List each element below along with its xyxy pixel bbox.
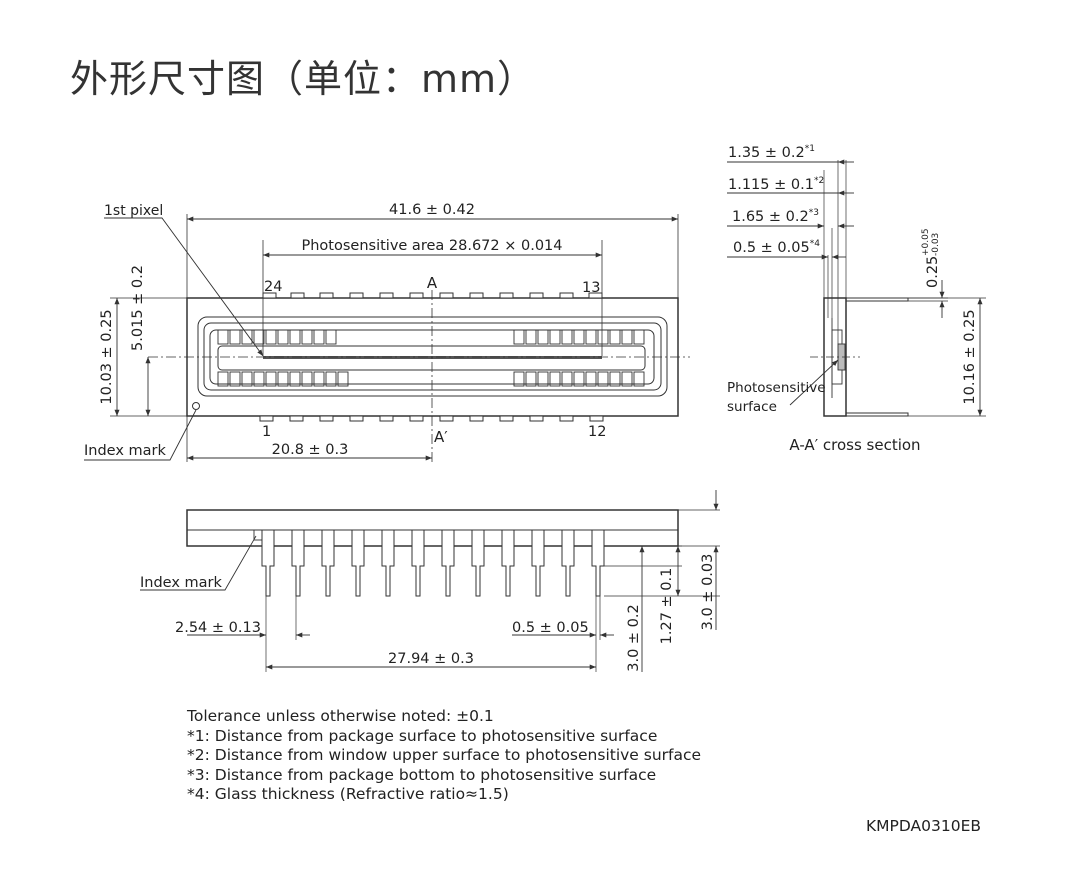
dim-photosensitive-text: Photosensitive area 28.672 × 0.014	[302, 238, 563, 254]
note-line: *1: Distance from package surface to pho…	[187, 726, 658, 745]
cs-surface-label-1: Photosensitive	[727, 380, 826, 396]
dim-pin-width-text: 0.5 ± 0.05	[512, 620, 589, 636]
index-mark-circle	[192, 402, 200, 410]
cs-width-text: 10.16 ± 0.25	[962, 309, 978, 404]
chip	[217, 345, 646, 371]
inner-bond-pads	[217, 329, 645, 387]
side-index-notch	[253, 529, 263, 541]
dim-height-text: 10.03 ± 0.25	[99, 309, 115, 404]
side-view	[140, 490, 720, 672]
svg-text:+0.05: +0.05	[921, 228, 931, 256]
cs-caption: A-A′ cross section	[789, 436, 920, 454]
cs-dim2-text: 1.115 ± 0.1*2	[728, 176, 824, 193]
label-index-mark-side: Index mark	[140, 575, 222, 591]
cross-section-view	[727, 159, 986, 417]
svg-text:-0.03: -0.03	[931, 233, 941, 256]
cross-section-lead-bottom	[845, 412, 909, 417]
pin-label-1: 1	[262, 424, 271, 440]
dim-center-text: 5.015 ± 0.2	[130, 265, 146, 351]
pin-label-24: 24	[264, 279, 282, 295]
svg-text:0.25: 0.25	[925, 256, 941, 288]
photosensitive-area	[263, 356, 602, 359]
note-line: Tolerance unless otherwise noted: ±0.1	[187, 707, 494, 725]
side-pins	[261, 529, 605, 597]
pin-label-13: 13	[582, 280, 600, 296]
note-line: *2: Distance from window upper surface t…	[187, 746, 702, 765]
cs-surface-label-2: surface	[727, 399, 777, 415]
page-title: 外形尺寸图（单位：mm）	[70, 57, 537, 101]
dim-half-text: 20.8 ± 0.3	[272, 442, 349, 458]
cs-dim4-text: 0.5 ± 0.05*4	[733, 239, 820, 256]
window-frame	[197, 316, 668, 397]
dim-pitch-text: 2.54 ± 0.13	[175, 620, 261, 636]
cs-dim1-text: 1.35 ± 0.2*1	[728, 144, 815, 161]
side-body	[186, 509, 679, 547]
bottom-pin-pads	[259, 415, 604, 422]
dim-lead-len-text: 3.0 ± 0.2	[626, 604, 642, 672]
label-a-prime: A′	[434, 428, 448, 446]
label-index-mark-top: Index mark	[84, 443, 166, 459]
dim-body-text: 3.0 ± 0.03	[700, 554, 716, 631]
note-line: *4: Glass thickness (Refractive ratio≈1.…	[187, 785, 509, 804]
leader-index-mark	[84, 409, 197, 461]
leader-photosensitive-surface	[789, 359, 839, 406]
note-line: *3: Distance from package bottom to phot…	[187, 765, 657, 784]
top-view	[84, 214, 690, 462]
dim-span-text: 27.94 ± 0.3	[388, 651, 474, 667]
window-inner	[203, 322, 662, 391]
label-a: A	[427, 274, 438, 292]
cs-dim3-text: 1.65 ± 0.2*3	[732, 208, 819, 225]
leader-index-mark-side	[140, 535, 257, 591]
label-1st-pixel: 1st pixel	[104, 203, 163, 219]
dim-length-text: 41.6 ± 0.42	[389, 202, 475, 218]
cross-section-lead-top	[845, 297, 909, 302]
dim-step-text: 1.27 ± 0.1	[659, 568, 675, 645]
top-pin-pads	[262, 292, 603, 299]
leader-1st-pixel	[104, 217, 264, 357]
document-code: KMPDA0310EB	[866, 817, 982, 835]
cs-lead-thickness-text: 0.25 +0.05 -0.03	[921, 228, 941, 288]
notes-block: Tolerance unless otherwise noted: ±0.1 *…	[187, 707, 701, 805]
pin-label-12: 12	[588, 424, 606, 440]
